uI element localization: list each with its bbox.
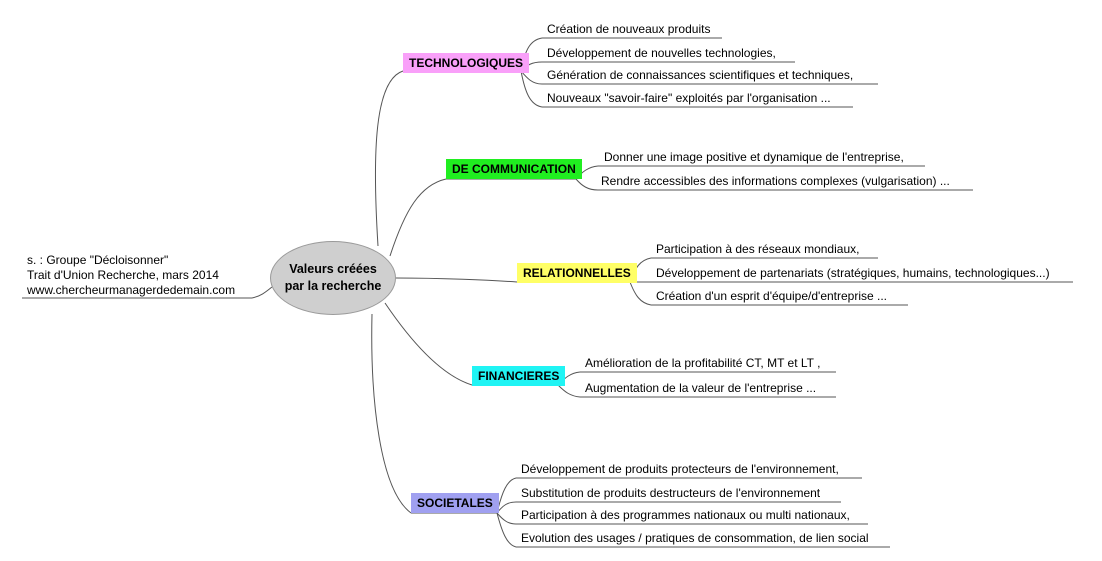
- leaf-rel-1[interactable]: Participation à des réseaux mondiaux,: [656, 242, 860, 256]
- leaf-fin-1[interactable]: Amélioration de la profitabilité CT, MT …: [585, 356, 821, 370]
- leaf-soc-3[interactable]: Participation à des programmes nationaux…: [521, 508, 850, 522]
- central-topic-line1: Valeurs créées: [289, 262, 377, 276]
- leaf-soc-4[interactable]: Evolution des usages / pratiques de cons…: [521, 531, 869, 545]
- source-line2: Trait d'Union Recherche, mars 2014: [27, 268, 219, 282]
- branch-financieres[interactable]: FINANCIERES: [472, 366, 566, 386]
- leaf-tech-2[interactable]: Développement de nouvelles technologies,: [547, 46, 776, 60]
- leaf-tech-4[interactable]: Nouveaux "savoir-faire" exploités par l'…: [547, 91, 831, 105]
- leaf-rel-3[interactable]: Création d'un esprit d'équipe/d'entrepri…: [656, 289, 888, 303]
- leaf-soc-2[interactable]: Substitution de produits destructeurs de…: [521, 486, 821, 500]
- source-note: s. : Groupe "Décloisonner" Trait d'Union…: [27, 253, 235, 298]
- leaf-comm-2[interactable]: Rendre accessibles des informations comp…: [601, 174, 950, 188]
- leaf-tech-3[interactable]: Génération de connaissances scientifique…: [547, 68, 854, 82]
- leaf-tech-1[interactable]: Création de nouveaux produits: [547, 22, 711, 36]
- leaf-fin-2[interactable]: Augmentation de la valeur de l'entrepris…: [585, 381, 817, 395]
- source-line1: s. : Groupe "Décloisonner": [27, 253, 169, 267]
- leaf-rel-2[interactable]: Développement de partenariats (stratégiq…: [656, 266, 1050, 280]
- central-topic[interactable]: Valeurs créées par la recherche: [270, 241, 396, 315]
- branch-relationnelles[interactable]: RELATIONNELLES: [517, 263, 637, 283]
- branch-societales[interactable]: SOCIETALES: [411, 493, 499, 513]
- central-topic-line2: par la recherche: [284, 279, 382, 293]
- leaf-comm-1[interactable]: Donner une image positive et dynamique d…: [604, 150, 904, 164]
- leaf-soc-1[interactable]: Développement de produits protecteurs de…: [521, 462, 839, 476]
- branch-technologiques[interactable]: TECHNOLOGIQUES: [403, 53, 530, 73]
- branch-communication[interactable]: DE COMMUNICATION: [446, 159, 582, 179]
- source-line3: www.chercheurmanagerdedemain.com: [27, 283, 236, 297]
